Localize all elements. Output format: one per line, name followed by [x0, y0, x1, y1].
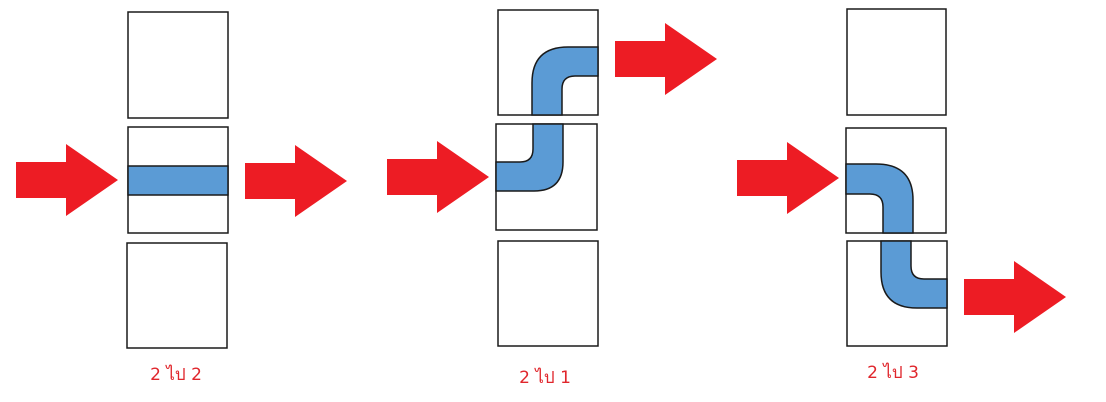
tile-bottom: [126, 242, 228, 349]
pipe-curve-bottom: [880, 240, 948, 309]
tile-top: [846, 8, 947, 116]
caption-panel-3: 2 ไป 3: [867, 363, 919, 383]
pipe-curve-middle: [495, 123, 564, 192]
panel-2-to-1: [387, 9, 717, 347]
entry-arrow: [16, 144, 118, 216]
panel-2-to-2: [16, 11, 347, 349]
exit-arrow: [964, 261, 1066, 333]
pipe-curve-middle: [845, 163, 914, 234]
entry-arrow: [387, 141, 489, 213]
pipe-straight: [127, 165, 229, 196]
caption-panel-1: 2 ไป 2: [150, 365, 202, 385]
pipe-curve-top: [531, 46, 599, 116]
entry-arrow: [737, 142, 839, 214]
exit-arrow: [615, 23, 717, 95]
tile-bottom: [497, 240, 599, 347]
tile-top: [127, 11, 229, 119]
exit-arrow: [245, 145, 347, 217]
panel-2-to-3: [737, 8, 1066, 347]
caption-panel-2: 2 ไป 1: [519, 368, 571, 388]
